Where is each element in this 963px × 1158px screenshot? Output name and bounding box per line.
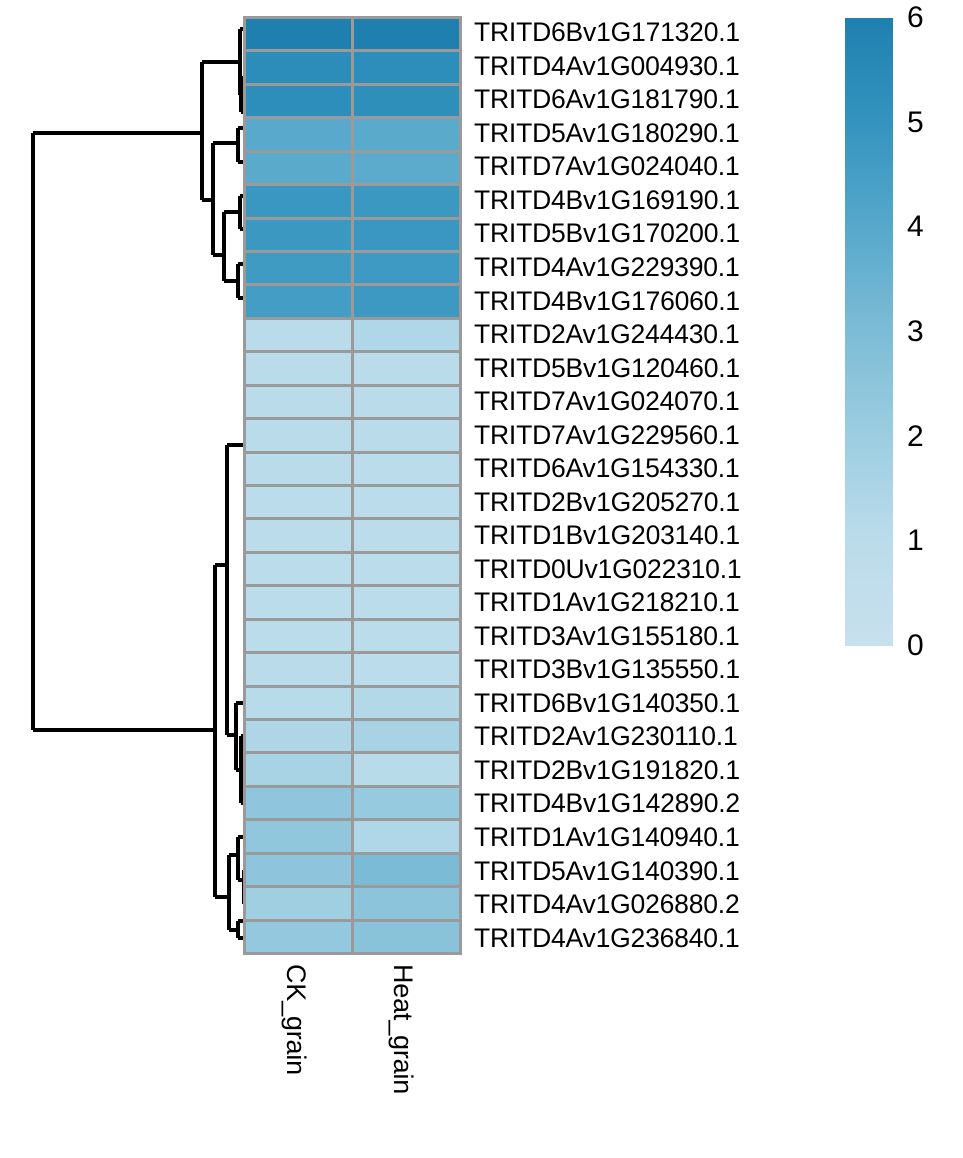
row-label: TRITD5Bv1G170200.1	[474, 218, 740, 249]
heatmap-cell	[354, 854, 459, 886]
row-label: TRITD1Bv1G203140.1	[474, 520, 740, 551]
heatmap-cell	[246, 754, 351, 785]
row-label: TRITD5Av1G180290.1	[474, 117, 740, 148]
heatmap-cell	[354, 152, 459, 184]
heatmap-cell	[354, 319, 459, 351]
heatmap-cell	[354, 888, 459, 919]
row-label: TRITD4Bv1G176060.1	[474, 285, 740, 316]
row-label: TRITD2Av1G244430.1	[474, 319, 740, 350]
row-label: TRITD4Av1G026880.2	[474, 889, 740, 920]
heatmap-cell	[354, 19, 459, 50]
heatmap-cell	[246, 52, 351, 83]
heatmap-cell	[354, 754, 459, 785]
heatmap-cell	[246, 520, 351, 551]
heatmap-cell	[246, 587, 351, 618]
colorbar: 6 5 4 3 2 1 0	[845, 3, 960, 661]
heatmap-cell	[246, 654, 351, 685]
colorbar-tick-label: 4	[907, 210, 924, 244]
row-label: TRITD3Av1G155180.1	[474, 620, 740, 651]
colorbar-tick-label: 1	[907, 524, 924, 558]
heatmap-cell	[354, 721, 459, 752]
colorbar-tick-label: 0	[907, 629, 924, 662]
heatmap-cell	[354, 520, 459, 551]
heatmap-grid	[243, 16, 462, 955]
heatmap-cell	[246, 821, 351, 852]
row-label: TRITD5Bv1G120460.1	[474, 352, 740, 383]
row-label: TRITD7Av1G024040.1	[474, 151, 740, 182]
heatmap-cell	[354, 386, 459, 418]
heatmap-cell	[246, 119, 351, 150]
row-label: TRITD1Av1G218210.1	[474, 587, 740, 618]
row-label: TRITD4Bv1G142890.2	[474, 788, 740, 819]
heatmap-cell	[354, 119, 459, 150]
heatmap-cell	[246, 921, 351, 952]
heatmap-cell	[246, 85, 351, 117]
heatmap-cell	[246, 219, 351, 250]
row-label: TRITD6Bv1G171320.1	[474, 17, 740, 48]
row-label: TRITD4Av1G236840.1	[474, 922, 740, 953]
colorbar-tick-label: 6	[907, 1, 924, 34]
row-label: TRITD7Av1G229560.1	[474, 419, 740, 450]
heatmap-cell	[354, 353, 459, 384]
heatmap-cell	[246, 487, 351, 518]
heatmap-cell	[246, 286, 351, 317]
row-label: TRITD4Av1G229390.1	[474, 251, 740, 282]
row-label: TRITD2Bv1G205270.1	[474, 486, 740, 517]
heatmap-cell	[354, 52, 459, 83]
row-label: TRITD3Bv1G135550.1	[474, 654, 740, 685]
heatmap-cell	[354, 921, 459, 952]
heatmap-cell	[246, 620, 351, 652]
colorbar-tick-label: 2	[907, 419, 924, 453]
column-label-heat-grain: Heat_grain	[388, 964, 418, 1095]
heatmap-cell	[354, 420, 459, 451]
heatmap-cell	[246, 888, 351, 919]
heatmap-cell	[354, 487, 459, 518]
heatmap-cell	[354, 654, 459, 685]
heatmap-cell	[354, 453, 459, 484]
heatmap-cell	[354, 85, 459, 117]
heatmap-cell	[354, 219, 459, 250]
colorbar-tick-label: 5	[907, 105, 924, 139]
heatmap-cell	[246, 854, 351, 886]
heatmap-cell	[354, 821, 459, 852]
heatmap-cell	[354, 787, 459, 819]
heatmap-cell	[246, 721, 351, 752]
heatmap-cell	[246, 253, 351, 284]
heatmap-cell	[246, 787, 351, 819]
heatmap-cell	[246, 687, 351, 718]
row-label: TRITD7Av1G024070.1	[474, 386, 740, 417]
row-label: TRITD6Av1G154330.1	[474, 453, 740, 484]
heatmap-cell	[354, 687, 459, 718]
heatmap-cell	[246, 453, 351, 484]
heatmap-cell	[246, 19, 351, 50]
row-label: TRITD2Av1G230110.1	[474, 721, 738, 752]
heatmap-cell	[354, 620, 459, 652]
row-label: TRITD1Av1G140940.1	[474, 822, 740, 853]
column-label-list: CK_grain Heat_grain	[243, 958, 462, 1148]
row-label: TRITD4Bv1G169190.1	[474, 184, 740, 215]
column-label-ck-grain: CK_grain	[281, 964, 311, 1075]
heatmap-cell	[354, 587, 459, 618]
row-label: TRITD4Av1G004930.1	[474, 50, 740, 81]
colorbar-tick-label: 3	[907, 315, 924, 348]
row-label: TRITD0Uv1G022310.1	[474, 553, 742, 584]
row-label: TRITD2Bv1G191820.1	[474, 754, 740, 785]
colorbar-gradient	[845, 18, 893, 646]
heatmap-cell	[354, 253, 459, 284]
row-label: TRITD6Bv1G140350.1	[474, 687, 740, 718]
heatmap-cell	[246, 186, 351, 217]
row-label: TRITD5Av1G140390.1	[474, 855, 740, 886]
heatmap-cell	[354, 553, 459, 585]
heatmap-cell	[246, 353, 351, 384]
heatmap-cell	[246, 553, 351, 585]
heatmap-cell	[246, 420, 351, 451]
heatmap-cell	[246, 386, 351, 418]
heatmap-cell	[354, 186, 459, 217]
heatmap-cell	[246, 152, 351, 184]
heatmap-cell	[354, 286, 459, 317]
row-label: TRITD6Av1G181790.1	[474, 84, 740, 115]
heatmap-cell	[246, 319, 351, 351]
